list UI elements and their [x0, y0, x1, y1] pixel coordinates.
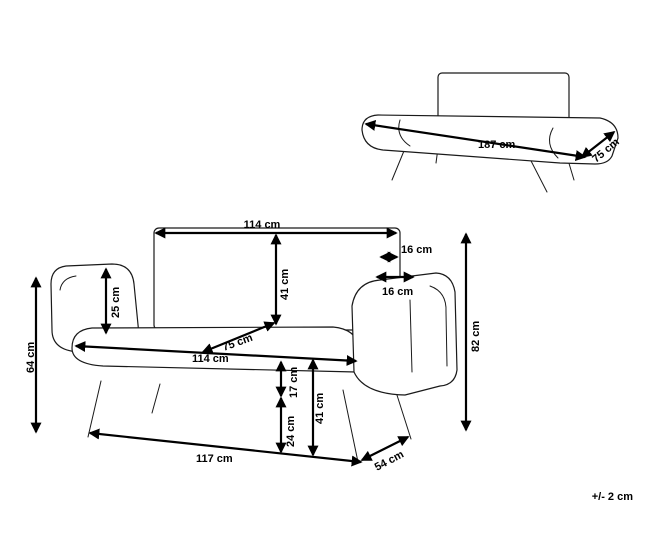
dimension-lines — [30, 119, 616, 467]
label-41-seat: 41 cm — [314, 393, 326, 424]
dim-line-75-top — [580, 130, 616, 159]
label-16-arm: 16 cm — [382, 286, 413, 298]
dim-line-117 — [88, 428, 363, 467]
right-armrest-seam — [429, 285, 448, 367]
label-25: 25 cm — [110, 287, 122, 318]
leg-back-right — [395, 391, 412, 440]
label-64: 64 cm — [25, 342, 37, 373]
tolerance-note: +/- 2 cm — [592, 491, 633, 503]
label-41-back: 41 cm — [279, 269, 291, 300]
left-armrest-seam — [59, 275, 77, 291]
label-187: 187 cm — [478, 139, 516, 151]
dim-line-187 — [364, 119, 587, 162]
label-24: 24 cm — [285, 416, 297, 447]
dim-line-54 — [360, 436, 410, 461]
right-armrest — [351, 272, 458, 396]
leg-front-right — [342, 389, 359, 463]
sofa-flat-view — [361, 72, 619, 193]
label-17: 17 cm — [288, 367, 300, 398]
label-114-top: 114 cm — [244, 219, 281, 231]
seat-cushion — [71, 326, 361, 373]
right-armrest-panel — [409, 299, 413, 373]
leg-back-left — [151, 383, 161, 414]
label-82: 82 cm — [470, 321, 482, 352]
label-117: 117 cm — [196, 453, 233, 465]
label-16-gap: 16 cm — [401, 244, 432, 256]
label-114-seat: 114 cm — [192, 353, 229, 365]
leg-front-left — [87, 380, 102, 438]
sofa-main-view — [50, 227, 458, 463]
